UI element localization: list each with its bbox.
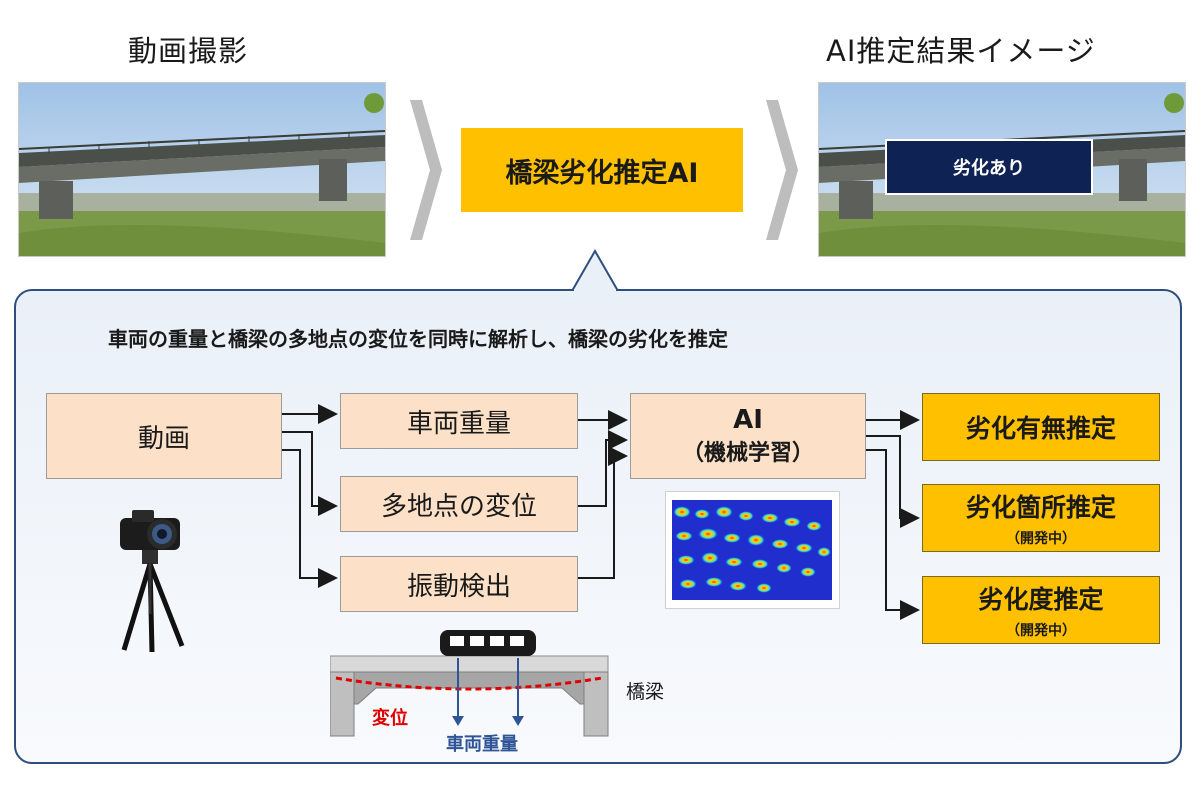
- result-stage-label: AI推定結果イメージ: [826, 34, 1096, 68]
- bridge-label: 橋梁: [626, 681, 665, 703]
- video-input-label: 動画: [137, 423, 190, 454]
- ai-label: AI: [733, 405, 763, 435]
- ai-box-title: 橋梁劣化推定AI: [505, 157, 699, 189]
- deterioration-degree-box: 劣化度推定 （開発中）: [922, 576, 1160, 644]
- bridge-deterioration-ai-box: 橋梁劣化推定AI: [461, 128, 743, 212]
- heatmap-image: [665, 491, 840, 609]
- machine-learning-label: （機械学習）: [681, 441, 814, 466]
- panel-pointer: [572, 249, 618, 291]
- multipoint-displacement-box: 多地点の変位: [340, 476, 578, 532]
- displacement-label: 変位: [372, 708, 408, 729]
- vehicle-weight-diagram-label: 車両重量: [446, 734, 518, 755]
- vibration-detection-box: 振動検出: [340, 556, 578, 612]
- deterioration-degree-note: （開発中）: [1006, 623, 1076, 639]
- train-icon: [440, 630, 536, 656]
- video-input-box: 動画: [46, 393, 282, 479]
- deterioration-detected-label: 劣化あり: [885, 139, 1093, 195]
- vehicle-weight-box: 車両重量: [340, 393, 578, 449]
- ai-ml-box: AI （機械学習）: [630, 393, 866, 479]
- bridge-video-photo: [18, 82, 386, 257]
- vibration-detection-label: 振動検出: [406, 571, 511, 602]
- ai-result-photo: 劣化あり: [818, 82, 1186, 257]
- heatmap-graphic: [672, 500, 832, 600]
- deterioration-presence-label: 劣化有無推定: [965, 414, 1116, 443]
- deterioration-location-note: （開発中）: [1006, 531, 1076, 547]
- chevron-right-icon: [410, 100, 442, 240]
- chevron-right-icon: [766, 100, 798, 240]
- camera-on-tripod-icon: [120, 510, 185, 653]
- bridge-displacement-diagram: [330, 630, 609, 737]
- deterioration-degree-label: 劣化度推定: [978, 585, 1104, 614]
- panel-heading: 車両の重量と橋梁の多地点の変位を同時に解析し、橋梁の劣化を推定: [108, 327, 728, 351]
- deterioration-presence-box: 劣化有無推定: [922, 393, 1160, 461]
- multipoint-displacement-label: 多地点の変位: [380, 491, 537, 522]
- bridge-photo-image: [19, 83, 385, 256]
- deterioration-detected-text: 劣化あり: [953, 158, 1025, 179]
- deterioration-location-box: 劣化箇所推定 （開発中）: [922, 484, 1160, 552]
- deterioration-location-label: 劣化箇所推定: [965, 493, 1116, 522]
- input-stage-label: 動画撮影: [128, 34, 249, 68]
- vehicle-weight-label: 車両重量: [406, 408, 511, 439]
